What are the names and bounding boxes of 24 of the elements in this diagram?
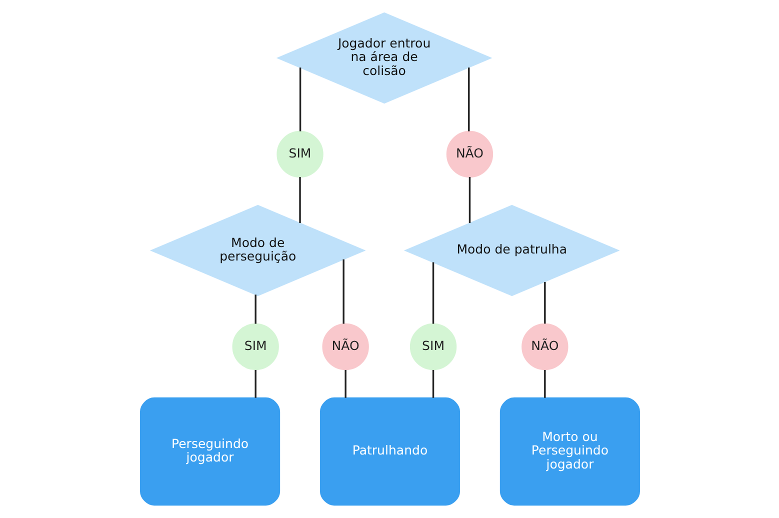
node-box: Morto ou Perseguindo jogador xyxy=(499,397,640,506)
node-circle: SIM xyxy=(276,130,323,178)
connector xyxy=(432,262,434,324)
node-circle: SIM xyxy=(409,323,456,370)
connector xyxy=(432,370,434,398)
node-diamond: Modo de patrulha xyxy=(403,204,620,296)
connector xyxy=(342,259,344,324)
node-circle: NÃO xyxy=(446,130,493,178)
node-box: Patrulhando xyxy=(319,397,460,506)
connector xyxy=(468,177,470,224)
connector xyxy=(298,68,301,132)
node-circle: NÃO xyxy=(521,323,568,370)
node-box: Perseguindo jogador xyxy=(139,397,280,506)
connector xyxy=(254,370,256,398)
connector xyxy=(344,370,346,398)
node-diamond: Modo de perseguição xyxy=(149,204,366,296)
connector xyxy=(254,294,256,324)
connector xyxy=(544,282,546,324)
connector xyxy=(544,370,546,398)
node-diamond: Jogador entrou na área de colisão xyxy=(276,12,492,104)
connector xyxy=(298,177,300,224)
connector xyxy=(468,68,470,132)
node-circle: SIM xyxy=(232,323,278,370)
node-circle: NÃO xyxy=(322,323,368,370)
